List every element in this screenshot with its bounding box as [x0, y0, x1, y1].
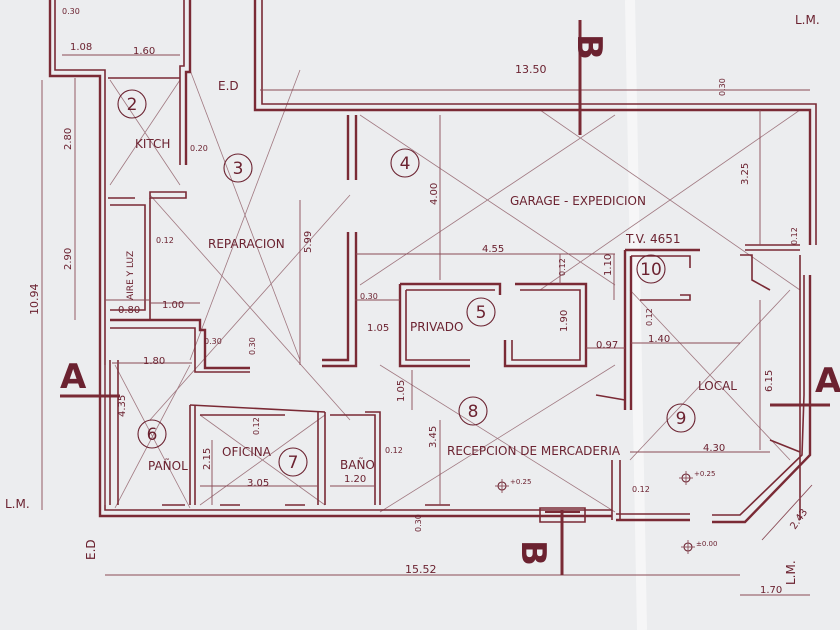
dim-text: 2.80 — [63, 128, 74, 150]
section-lines — [60, 20, 830, 575]
dim-text: 3.45 — [428, 426, 439, 448]
section-mark-b-top: B — [569, 34, 609, 60]
lm-label-top: L.M. — [795, 13, 820, 27]
dim-text: 0.12 — [558, 258, 567, 276]
dim-text: 0.20 — [190, 144, 208, 153]
dim-text: 1.05 — [396, 380, 407, 402]
room-number-4: 4 — [400, 154, 411, 174]
dim-text: 4.00 — [429, 183, 440, 205]
dim-text: 0.12 — [252, 417, 261, 435]
room-name-privado: PRIVADO — [410, 320, 463, 334]
room-name-panol: PAÑOL — [148, 458, 188, 473]
dim-text: 0.12 — [645, 308, 654, 326]
dim-text: 0.30 — [718, 78, 727, 96]
dim-text: 0.30 — [360, 292, 378, 301]
dim-text: 3.25 — [740, 163, 751, 185]
dim-text: 1.70 — [760, 585, 782, 596]
room-circle-9 — [666, 403, 696, 433]
tv-label: T.V. 4651 — [625, 232, 681, 246]
section-mark-a-right: A — [815, 361, 840, 401]
dim-text: 0.12 — [156, 236, 174, 245]
room-circle-5 — [466, 297, 496, 327]
room-name-reparacion: REPARACION — [208, 237, 285, 251]
room-diagonals — [109, 69, 801, 513]
dim-text: 1.80 — [143, 356, 165, 367]
dim-text: 1.90 — [559, 310, 570, 332]
room-number-2: 2 — [127, 95, 138, 115]
dim-text: 0.80 — [118, 305, 140, 316]
dim-text: 0.97 — [596, 340, 618, 351]
dim-text: 0.12 — [385, 446, 403, 455]
room-name-kitch: KITCH — [135, 137, 170, 151]
room-name-oficina: OFICINA — [222, 445, 272, 459]
dim-text: 1.40 — [648, 334, 670, 345]
room-circle-6 — [137, 419, 167, 449]
dimension-lines — [41, 54, 813, 596]
dim-text: 4.55 — [482, 244, 504, 255]
dim-text: 13.50 — [515, 63, 547, 76]
dim-text: 0.30 — [204, 337, 222, 346]
dim-text: 15.52 — [405, 563, 437, 576]
room-name-bano: BAÑO — [340, 457, 375, 472]
room-circles — [117, 89, 696, 477]
room-circle-2 — [117, 89, 147, 119]
level-markers — [495, 471, 695, 554]
dim-text: 0.30 — [62, 7, 80, 16]
dim-text: 2.90 — [63, 248, 74, 270]
dim-text: 0.30 — [414, 514, 423, 532]
room-circle-7 — [278, 447, 308, 477]
room-name-recepcion: RECEPCION DE MERCADERIA — [447, 444, 621, 458]
level-label-3: ±0.00 — [696, 540, 717, 548]
dim-text: 5.99 — [303, 231, 314, 253]
dim-text: 6.15 — [764, 370, 775, 392]
section-mark-a-left: A — [60, 357, 87, 397]
shaft-label: AIRE Y LUZ — [126, 251, 136, 300]
lm-label-bottom: L.M. — [784, 560, 798, 585]
ed-label-bottom: E.D — [84, 539, 98, 560]
dim-text: 1.60 — [133, 46, 155, 57]
dim-text: 4.30 — [703, 443, 725, 454]
room-number-8: 8 — [468, 402, 479, 422]
level-label-2: +0.25 — [694, 470, 715, 478]
dim-text: 10.94 — [28, 284, 41, 316]
room-name-garage: GARAGE - EXPEDICION — [510, 194, 646, 208]
room-number-7: 7 — [288, 453, 299, 473]
dim-text: 0.12 — [790, 227, 799, 245]
room-number-6: 6 — [147, 425, 158, 445]
dim-text: 1.05 — [367, 323, 389, 334]
dim-text: 0.12 — [632, 485, 650, 494]
dim-text: 1.00 — [162, 300, 184, 311]
section-mark-b-bottom: B — [513, 540, 553, 566]
dim-text: 4.35 — [117, 395, 128, 417]
room-number-3: 3 — [233, 159, 244, 179]
dim-text: 2.15 — [202, 448, 213, 470]
level-label-1: +0.25 — [510, 478, 531, 486]
dim-text: 1.08 — [70, 42, 92, 53]
paper-fold — [625, 0, 647, 630]
lm-label-left: L.M. — [5, 497, 30, 511]
room-circle-3 — [223, 153, 253, 183]
dim-text: 1.10 — [603, 254, 614, 276]
room-circle-10 — [636, 254, 666, 284]
dim-text: 3.05 — [247, 478, 269, 489]
dim-text: 1.20 — [344, 474, 366, 485]
room-number-10: 10 — [640, 260, 662, 280]
room-number-9: 9 — [676, 409, 687, 429]
room-name-local: LOCAL — [698, 379, 737, 393]
ed-label-top: E.D — [218, 79, 239, 93]
room-circle-8 — [458, 396, 488, 426]
room-number-5: 5 — [476, 303, 487, 323]
room-circle-4 — [390, 148, 420, 178]
dim-text: 0.30 — [248, 337, 257, 355]
